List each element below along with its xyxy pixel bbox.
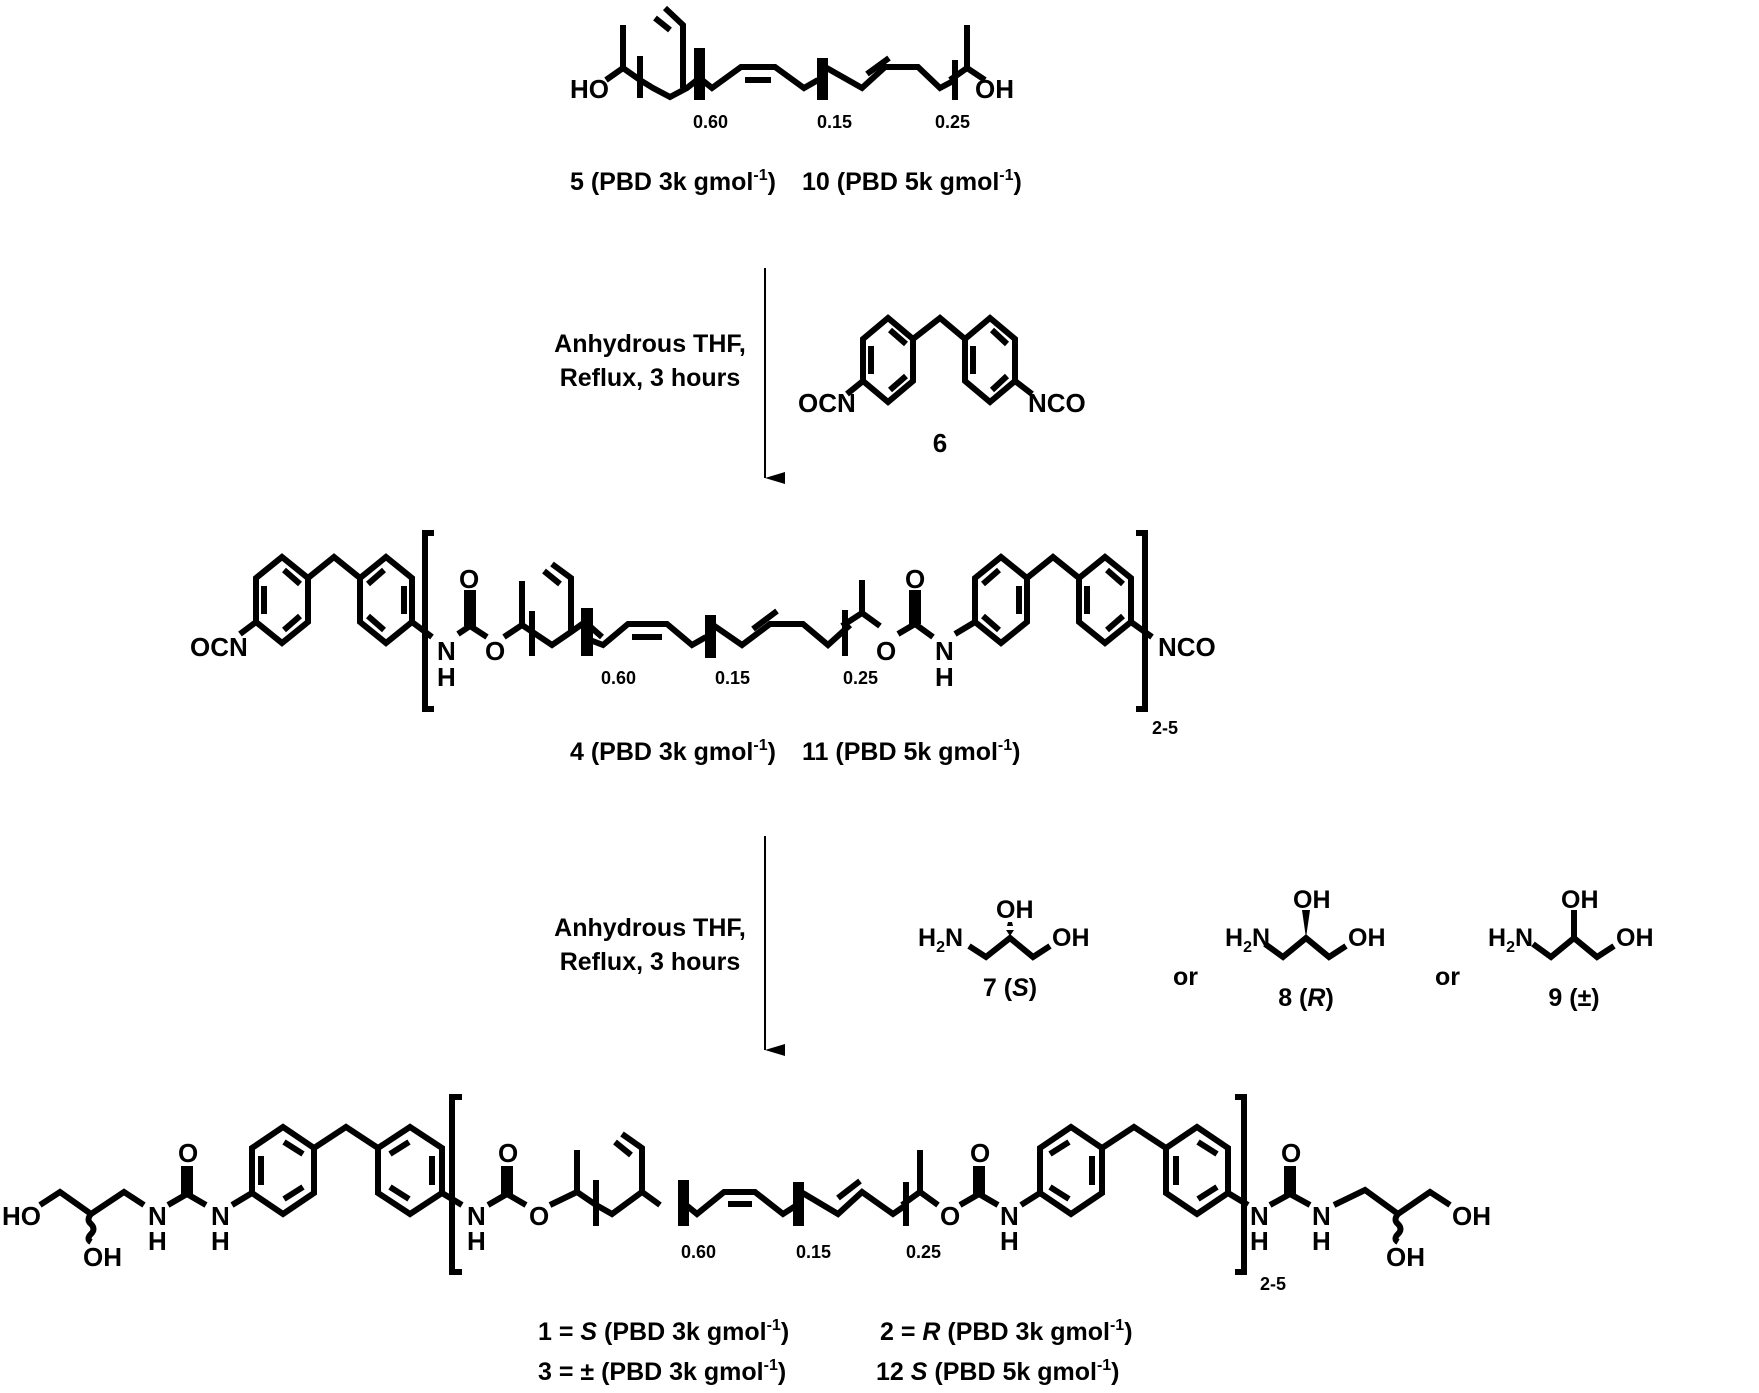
ester-o: O	[876, 636, 896, 666]
nh-h: H	[148, 1226, 167, 1256]
aminopropanediol-racemic-structure: H2N OH OH 9 (±)	[1488, 886, 1654, 1012]
repeat-subscript: 2-5	[1260, 1274, 1286, 1294]
hydroxyl-right: OH	[1616, 924, 1654, 952]
pbd-diol-structure: HO OH 0.60 0.15 0.25	[570, 5, 1014, 132]
conditions-line-2: Reflux, 3 hours	[560, 364, 741, 392]
aminopropanediol-r-structure: H2N OH OH 8 (R)	[1225, 886, 1386, 1012]
nh-h: H	[467, 1226, 486, 1256]
wavy-bond-icon	[85, 1212, 97, 1245]
conditions-line-2: Reflux, 3 hours	[560, 948, 741, 976]
carbonyl-o: O	[498, 1138, 518, 1168]
ester-o: O	[485, 636, 505, 666]
product-label-3: 3 = ± (PBD 3k gmol-1)	[538, 1357, 786, 1386]
nh-n: N	[935, 636, 954, 666]
compound-label-11: 11 (PBD 5k gmol-1)	[802, 737, 1020, 766]
hydroxyl-right: OH	[975, 74, 1014, 104]
compound-label-10: 10 (PBD 5k gmol-1)	[802, 167, 1022, 196]
mdi-diisocyanate-structure: OCN NCO 6	[798, 314, 1086, 458]
hydroxyl-top: OH	[996, 896, 1034, 924]
hydroxyl-bottom: OH	[1386, 1242, 1425, 1272]
nh-n: N	[437, 636, 456, 666]
nh-h: H	[935, 662, 954, 692]
repeat-subscript: 2-5	[1152, 718, 1178, 738]
nh-h: H	[1312, 1226, 1331, 1256]
ester-o: O	[529, 1201, 549, 1231]
fraction-label: 0.60	[693, 112, 728, 132]
product-label-2: 2 = R (PBD 3k gmol-1)	[880, 1317, 1133, 1346]
hydroxyl-left: HO	[2, 1201, 41, 1231]
fraction-label: 0.15	[796, 1242, 831, 1262]
carbonyl-o: O	[905, 564, 925, 594]
carbonyl-o: O	[459, 564, 479, 594]
amine-group: H2N	[918, 924, 963, 956]
hydroxyl-right: OH	[1452, 1201, 1491, 1231]
prepolymer-structure: OCN N H O O 0.60 0.15 0.25 O	[190, 530, 1216, 738]
hydroxyl-top: OH	[1293, 886, 1331, 914]
solid-wedge-icon	[1302, 910, 1310, 938]
compound-label-4: 4 (PBD 3k gmol-1)	[570, 737, 776, 766]
conditions-line-1: Anhydrous THF,	[554, 914, 746, 942]
nh-h: H	[1250, 1226, 1269, 1256]
carbonyl-o: O	[1281, 1138, 1301, 1168]
nh-h: H	[211, 1226, 230, 1256]
nh-n: N	[1250, 1201, 1269, 1231]
fraction-label: 0.25	[935, 112, 970, 132]
fraction-label: 0.60	[601, 668, 636, 688]
nh-h: H	[437, 662, 456, 692]
hydroxyl-right: OH	[1052, 924, 1090, 952]
isocyanate-left: OCN	[798, 388, 856, 418]
isocyanate-right: NCO	[1028, 388, 1086, 418]
fraction-label: 0.25	[843, 668, 878, 688]
hashed-wedge-icon	[1006, 922, 1014, 936]
compound-label-8: 8 (R)	[1278, 984, 1334, 1012]
hydroxyl-left: HO	[570, 74, 609, 104]
wavy-bond-icon	[1392, 1212, 1404, 1245]
nh-h: H	[1000, 1226, 1019, 1256]
carbonyl-o: O	[178, 1138, 198, 1168]
hydroxyl-right: OH	[1348, 924, 1386, 952]
fraction-label: 0.15	[817, 112, 852, 132]
hydroxyl-bottom: OH	[83, 1242, 122, 1272]
nh-n: N	[148, 1201, 167, 1231]
carbonyl-o: O	[970, 1138, 990, 1168]
product-label-12: 12 S (PBD 5k gmol-1)	[876, 1357, 1120, 1386]
amine-group: H2N	[1488, 924, 1533, 956]
product-label-1: 1 = S (PBD 3k gmol-1)	[538, 1317, 789, 1346]
isocyanate-left: OCN	[190, 632, 248, 662]
conditions-line-1: Anhydrous THF,	[554, 330, 746, 358]
isocyanate-right: NCO	[1158, 632, 1216, 662]
amine-group: H2N	[1225, 924, 1270, 956]
or-label: or	[1173, 963, 1198, 991]
compound-label-7: 7 (S)	[983, 974, 1037, 1002]
aminopropanediol-s-structure: H2N OH OH 7 (S)	[918, 896, 1090, 1002]
fraction-label: 0.15	[715, 668, 750, 688]
nh-n: N	[211, 1201, 230, 1231]
nh-n: N	[1312, 1201, 1331, 1231]
fraction-label: 0.25	[906, 1242, 941, 1262]
or-label: or	[1435, 963, 1460, 991]
nh-n: N	[1000, 1201, 1019, 1231]
compound-label-5: 5 (PBD 3k gmol-1)	[570, 167, 776, 196]
fraction-label: 0.60	[681, 1242, 716, 1262]
ester-o: O	[940, 1201, 960, 1231]
hydroxyl-top: OH	[1561, 886, 1599, 914]
compound-label-9: 9 (±)	[1548, 984, 1599, 1012]
compound-label-6: 6	[933, 428, 947, 458]
nh-n: N	[467, 1201, 486, 1231]
product-polymer-structure: HO OH N H O N H N H O O	[2, 1094, 1491, 1294]
